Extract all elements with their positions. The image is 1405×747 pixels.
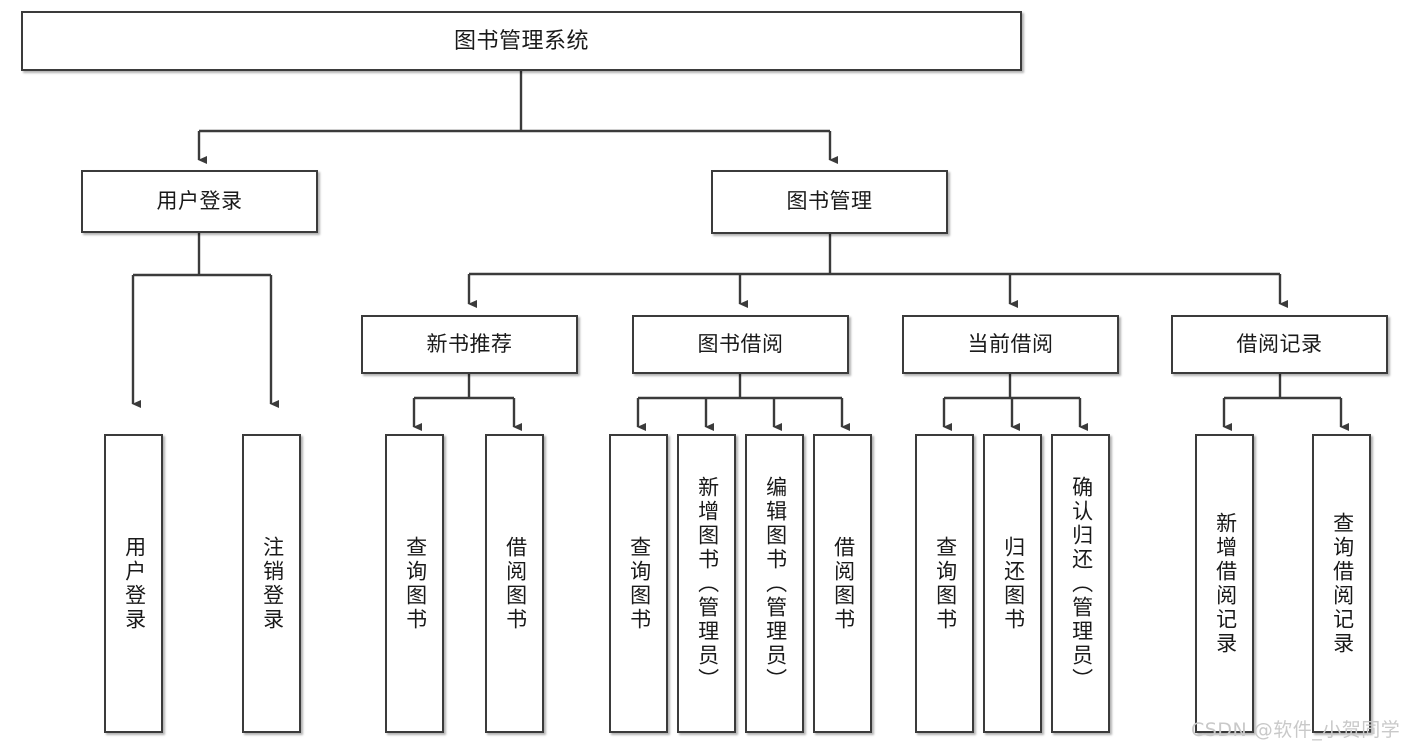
csdn-watermark: CSDN @软件_小贺同学 bbox=[1191, 719, 1401, 741]
node-leaf-confirm-return[interactable]: 确认归还（管理员） bbox=[1051, 434, 1110, 733]
node-book-management[interactable]: 图书管理 bbox=[711, 170, 948, 234]
node-leaf-query-book-1-label: 查询图书 bbox=[403, 535, 427, 632]
node-current-borrow-label: 当前借阅 bbox=[967, 332, 1054, 356]
node-leaf-query-book-1[interactable]: 查询图书 bbox=[385, 434, 444, 733]
node-user-login[interactable]: 用户登录 bbox=[81, 170, 318, 233]
node-root-book-management-system[interactable]: 图书管理系统 bbox=[21, 11, 1022, 71]
node-leaf-add-record[interactable]: 新增借阅记录 bbox=[1195, 434, 1254, 733]
node-new-book-recommend-label: 新书推荐 bbox=[426, 332, 513, 356]
node-leaf-logout-login[interactable]: 注销登录 bbox=[242, 434, 301, 733]
node-book-management-label: 图书管理 bbox=[786, 190, 873, 214]
node-leaf-add-record-label: 新增借阅记录 bbox=[1213, 511, 1237, 656]
node-leaf-borrow-book-1[interactable]: 借阅图书 bbox=[485, 434, 544, 733]
node-book-borrow-label: 图书借阅 bbox=[697, 332, 784, 356]
node-borrow-record-label: 借阅记录 bbox=[1236, 332, 1323, 356]
node-leaf-return-book-label: 归还图书 bbox=[1001, 535, 1025, 632]
node-leaf-query-book-2-label: 查询图书 bbox=[627, 535, 651, 632]
node-leaf-query-book-2[interactable]: 查询图书 bbox=[609, 434, 668, 733]
node-leaf-add-book[interactable]: 新增图书（管理员） bbox=[677, 434, 736, 733]
node-leaf-edit-book-label: 编辑图书（管理员） bbox=[763, 475, 787, 692]
node-leaf-query-book-3[interactable]: 查询图书 bbox=[915, 434, 974, 733]
node-leaf-logout-login-label: 注销登录 bbox=[260, 535, 284, 632]
node-leaf-query-book-3-label: 查询图书 bbox=[933, 535, 957, 632]
node-leaf-borrow-book-2-label: 借阅图书 bbox=[831, 535, 855, 632]
node-leaf-borrow-book-1-label: 借阅图书 bbox=[503, 535, 527, 632]
node-leaf-borrow-book-2[interactable]: 借阅图书 bbox=[813, 434, 872, 733]
node-current-borrow[interactable]: 当前借阅 bbox=[902, 315, 1119, 374]
node-book-borrow[interactable]: 图书借阅 bbox=[632, 315, 849, 374]
node-root-label: 图书管理系统 bbox=[453, 27, 589, 53]
node-new-book-recommend[interactable]: 新书推荐 bbox=[361, 315, 578, 374]
node-leaf-query-record-label: 查询借阅记录 bbox=[1330, 511, 1354, 656]
node-leaf-add-book-label: 新增图书（管理员） bbox=[695, 475, 719, 692]
node-leaf-confirm-return-label: 确认归还（管理员） bbox=[1069, 475, 1093, 692]
node-leaf-edit-book[interactable]: 编辑图书（管理员） bbox=[745, 434, 804, 733]
node-user-login-label: 用户登录 bbox=[156, 189, 243, 213]
node-borrow-record[interactable]: 借阅记录 bbox=[1171, 315, 1388, 374]
node-leaf-query-record[interactable]: 查询借阅记录 bbox=[1312, 434, 1371, 733]
node-leaf-user-login-label: 用户登录 bbox=[122, 535, 146, 632]
node-leaf-user-login[interactable]: 用户登录 bbox=[104, 434, 163, 733]
node-leaf-return-book[interactable]: 归还图书 bbox=[983, 434, 1042, 733]
